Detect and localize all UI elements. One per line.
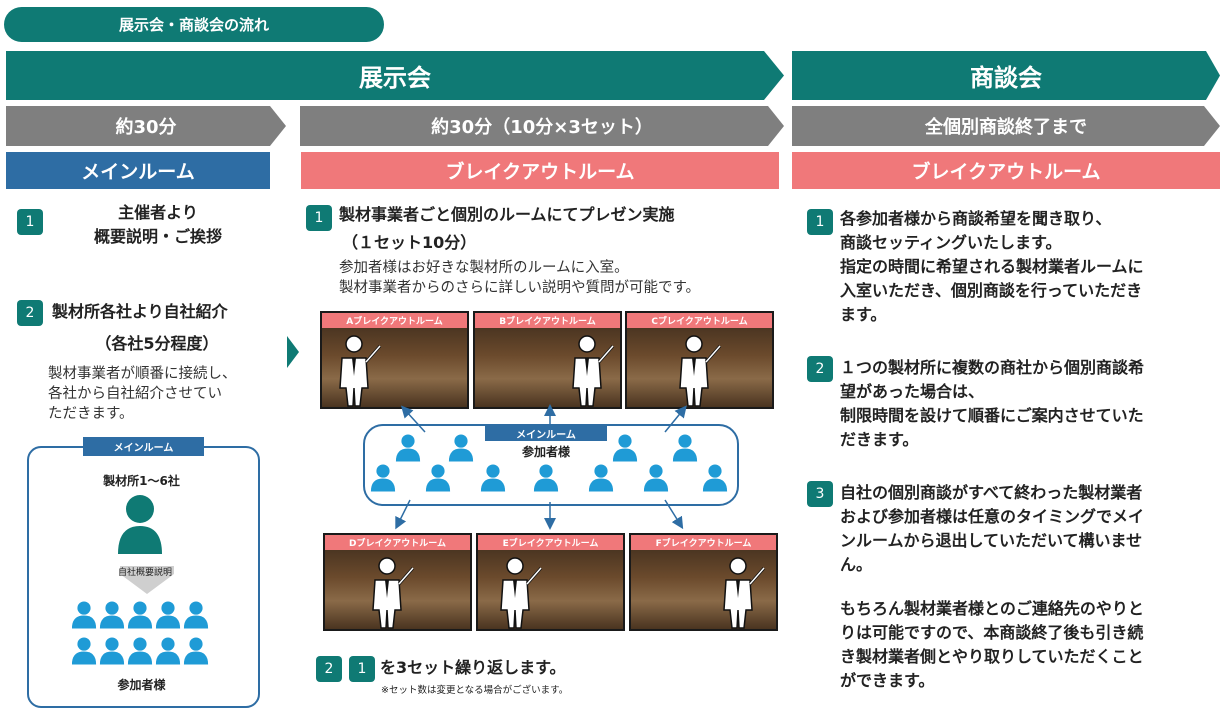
photo-label: Aブレイクアウトルーム bbox=[322, 313, 467, 328]
body-line: りは可能ですので、本商談終了後も引き続 bbox=[840, 621, 1220, 645]
person-icon bbox=[156, 637, 180, 664]
breakout-photo-d: Dブレイクアウトルーム bbox=[323, 533, 472, 631]
step-ref-number: 1 bbox=[349, 656, 375, 682]
body-line: ができます。 bbox=[840, 669, 1220, 693]
step-number: 2 bbox=[316, 656, 342, 682]
person-icon bbox=[72, 637, 96, 664]
photo-label: Fブレイクアウトルーム bbox=[631, 535, 776, 550]
presenter-figure-icon bbox=[627, 328, 772, 407]
body-line: 制限時間を設けて順番にご案内させていた bbox=[840, 404, 1220, 428]
breakout-photo-f: Fブレイクアウトルーム bbox=[629, 533, 778, 631]
body-line: １つの製材所に複数の商社から個別商談希 bbox=[840, 356, 1220, 380]
body-line: もちろん製材業者様とのご連絡先のやりと bbox=[840, 597, 1220, 621]
body-line: 入室いただき、個別商談を行っていただき bbox=[840, 279, 1220, 303]
step-number: 1 bbox=[17, 209, 43, 235]
body-line: き製材業者側とやり取りしていただくこと bbox=[840, 645, 1220, 669]
body-line: 望があった場合は、 bbox=[840, 380, 1220, 404]
body-line: ん。 bbox=[840, 553, 1220, 577]
presenter-icon bbox=[117, 494, 163, 554]
left-step2-title: 製材所各社より自社紹介 bbox=[52, 301, 282, 323]
intro-label: 自社概要説明 bbox=[100, 565, 190, 578]
phase-exhibition: 展示会 bbox=[6, 51, 784, 100]
presenter-figure-icon bbox=[322, 328, 467, 407]
person-icon bbox=[128, 637, 152, 664]
body-line: ます。 bbox=[840, 303, 1220, 327]
mid-step1-title: 製材事業者ごと個別のルームにてプレゼン実施 bbox=[339, 204, 779, 226]
step-number: 2 bbox=[17, 300, 43, 326]
right-paragraph-3: 自社の個別商談がすべて終わった製材業者 および参加者様は任意のタイミングでメイ … bbox=[840, 481, 1220, 577]
body-line: 製材事業者からのさらに詳しい説明や質問が可能です。 bbox=[339, 278, 784, 298]
body-line: ただきます。 bbox=[48, 404, 288, 424]
connector-arrows bbox=[380, 400, 720, 540]
photo-label: Dブレイクアウトルーム bbox=[325, 535, 470, 550]
duration-3: 全個別商談終了まで bbox=[792, 106, 1220, 146]
breakout-photo-e: Eブレイクアウトルーム bbox=[476, 533, 625, 631]
body-line: 自社の個別商談がすべて終わった製材業者 bbox=[840, 481, 1220, 505]
step-number: 3 bbox=[807, 481, 833, 507]
body-line: 各参加者様から商談希望を聞き取り、 bbox=[840, 207, 1220, 231]
person-icon bbox=[100, 637, 124, 664]
body-line: および参加者様は任意のタイミングでメイ bbox=[840, 505, 1220, 529]
body-line: 商談セッティングいたします。 bbox=[840, 231, 1220, 255]
right-paragraph-4: もちろん製材業者様とのご連絡先のやりと りは可能ですので、本商談終了後も引き続 … bbox=[840, 597, 1220, 693]
mid-step1-sub: （１セット10分） bbox=[342, 232, 542, 254]
person-icon bbox=[72, 601, 96, 628]
sawmills-label: 製材所1～6社 bbox=[60, 472, 223, 489]
body-line: 参加者様はお好きな製材所のルームに入室。 bbox=[339, 258, 784, 278]
person-icon bbox=[100, 601, 124, 628]
mid-step2-note: ※セット数は変更となる場合がございます。 bbox=[381, 682, 701, 696]
person-icon bbox=[128, 601, 152, 628]
left-step1-line2: 概要説明・ご挨拶 bbox=[58, 226, 258, 248]
room-breakout-2: ブレイクアウトルーム bbox=[792, 152, 1220, 189]
person-icon bbox=[184, 601, 208, 628]
step-number: 2 bbox=[807, 356, 833, 382]
breakout-photo-b: Bブレイクアウトルーム bbox=[473, 311, 622, 409]
step-number: 1 bbox=[807, 209, 833, 235]
left-step2-body: 製材事業者が順番に接続し、 各社から自社紹介させてい ただきます。 bbox=[48, 364, 288, 424]
step-number: 1 bbox=[306, 205, 332, 231]
mid-step2-text: を3セット繰り返します。 bbox=[380, 657, 700, 679]
duration-2: 約30分（10分×3セット） bbox=[300, 106, 784, 146]
right-paragraph-2: １つの製材所に複数の商社から個別商談希 望があった場合は、 制限時間を設けて順番… bbox=[840, 356, 1220, 452]
body-line: だきます。 bbox=[840, 428, 1220, 452]
photo-label: Bブレイクアウトルーム bbox=[475, 313, 620, 328]
photo-label: Eブレイクアウトルーム bbox=[478, 535, 623, 550]
header-pill: 展示会・商談会の流れ bbox=[4, 7, 384, 42]
presenter-figure-icon bbox=[478, 550, 623, 629]
room-main: メインルーム bbox=[6, 152, 270, 189]
participants-icon-group bbox=[72, 597, 212, 669]
phase-meeting: 商談会 bbox=[792, 51, 1220, 100]
presenter-figure-icon bbox=[475, 328, 620, 407]
body-line: 製材事業者が順番に接続し、 bbox=[48, 364, 288, 384]
presenter-figure-icon bbox=[325, 550, 470, 629]
chevron-right-icon bbox=[287, 336, 299, 368]
left-step1-line1: 主催者より bbox=[58, 202, 258, 224]
breakout-photo-a: Aブレイクアウトルーム bbox=[320, 311, 469, 409]
mid-step1-body: 参加者様はお好きな製材所のルームに入室。 製材事業者からのさらに詳しい説明や質問… bbox=[339, 258, 784, 298]
person-icon bbox=[156, 601, 180, 628]
body-line: 各社から自社紹介させてい bbox=[48, 384, 288, 404]
person-icon bbox=[184, 637, 208, 664]
duration-1: 約30分 bbox=[6, 106, 286, 146]
left-step2-sub: （各社5分程度） bbox=[52, 333, 262, 355]
presenter-figure-icon bbox=[631, 550, 776, 629]
body-line: ンルームから退出していただいて構いませ bbox=[840, 529, 1220, 553]
breakout-photo-c: Cブレイクアウトルーム bbox=[625, 311, 774, 409]
body-line: 指定の時間に希望される製材業者ルームに bbox=[840, 255, 1220, 279]
photo-label: Cブレイクアウトルーム bbox=[627, 313, 772, 328]
main-room-tag: メインルーム bbox=[83, 437, 204, 456]
participants-label: 参加者様 bbox=[60, 676, 223, 693]
room-breakout-1: ブレイクアウトルーム bbox=[301, 152, 779, 189]
right-paragraph-1: 各参加者様から商談希望を聞き取り、 商談セッティングいたします。 指定の時間に希… bbox=[840, 207, 1220, 327]
